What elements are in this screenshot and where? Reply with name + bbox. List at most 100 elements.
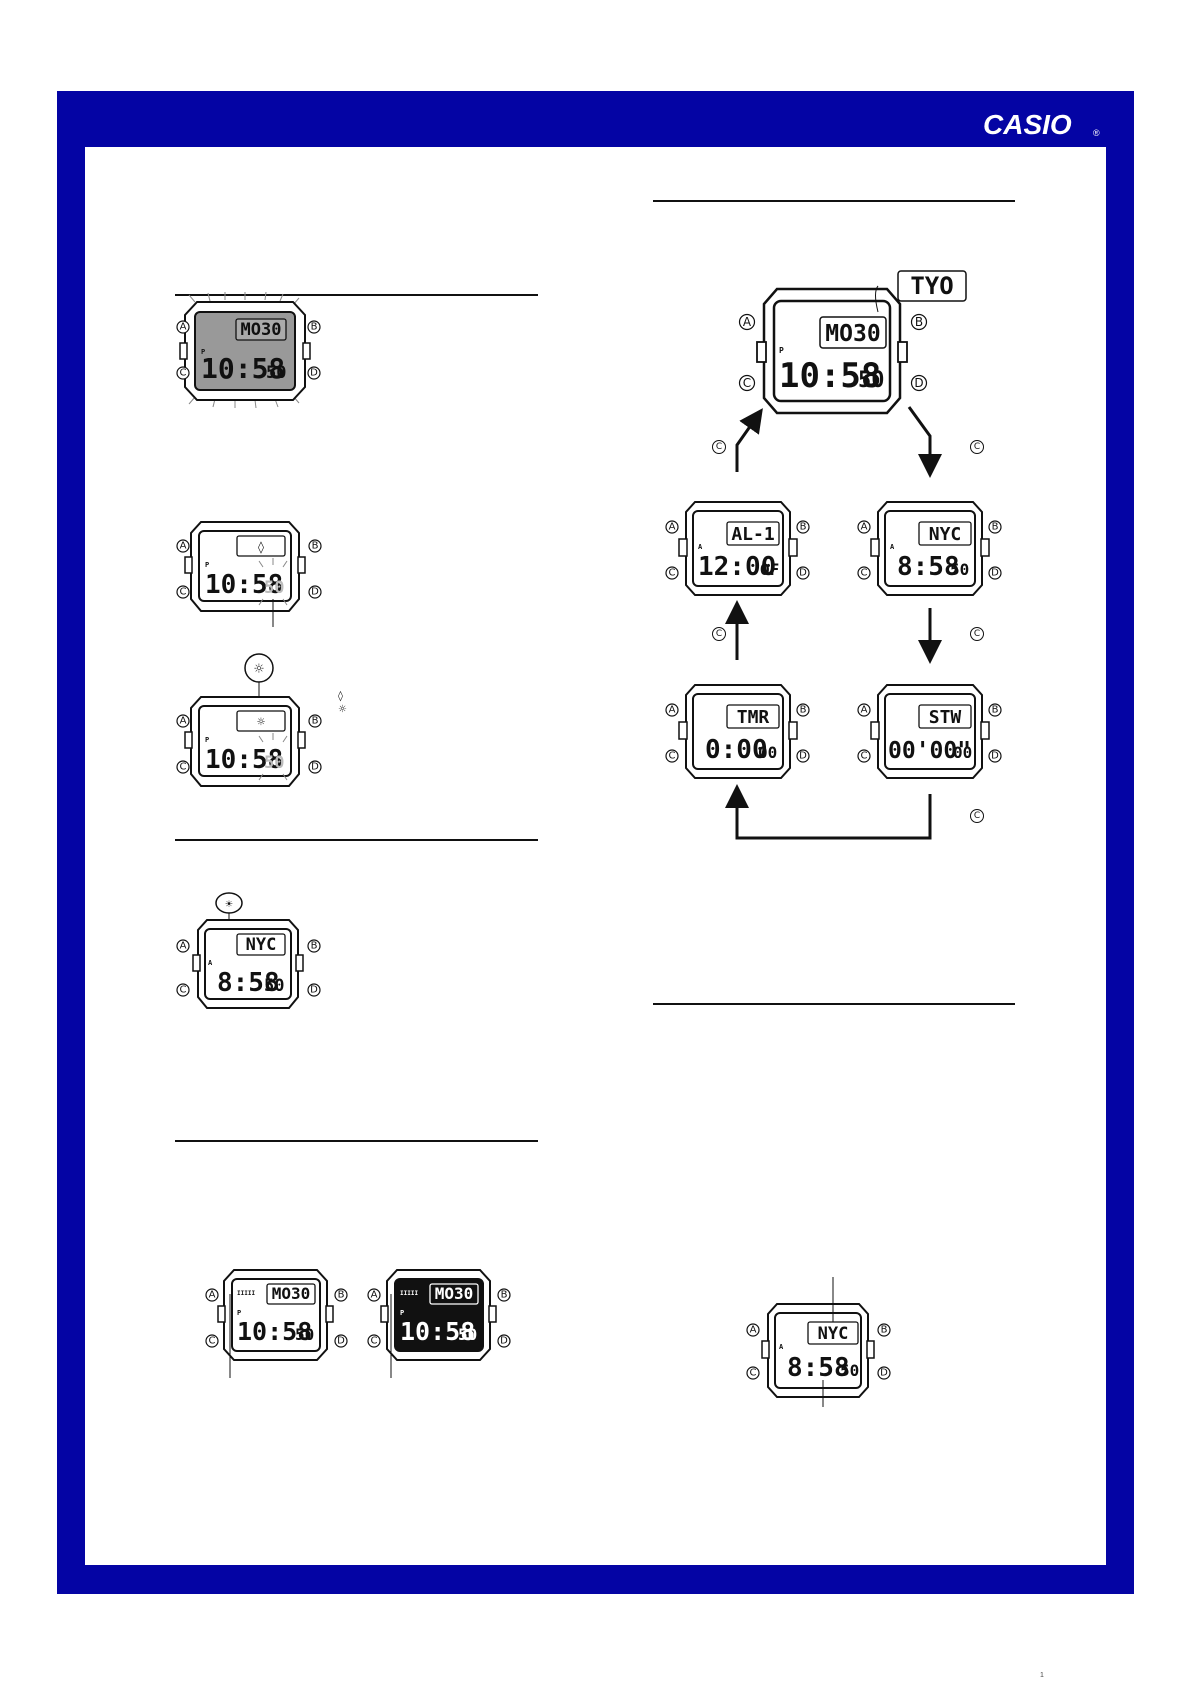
svg-text:C: C — [180, 368, 187, 379]
svg-text:A: A — [180, 716, 187, 727]
inverted-main-time: 10:58 — [400, 1317, 475, 1346]
normal-indicator: IIIII — [237, 1290, 255, 1297]
mode-timer-top: TMR — [737, 707, 770, 728]
watch-bottom-world: NYC A 8:58 50 — [761, 1303, 875, 1398]
casio-logo: CASIO ® — [983, 109, 1100, 140]
svg-text:D: D — [991, 751, 999, 762]
world-main-time: 8:58 — [217, 968, 280, 998]
watch-setting-2: ☼ ☼ P 10:58 50 — [184, 653, 306, 787]
watch-light: MO30 P 10:58 50 — [179, 291, 311, 409]
svg-text:A: A — [669, 522, 676, 533]
svg-text:C: C — [861, 568, 868, 579]
svg-text:B: B — [338, 1290, 345, 1301]
arrow-label-c-2: C — [970, 440, 984, 454]
svg-text:A: A — [180, 322, 187, 333]
mode-stopwatch-seconds: 00 — [953, 743, 972, 762]
mode-alarm-main: 12:00 — [698, 552, 776, 582]
watch-inverted-display: MO30 IIIII P 10:58 50 — [380, 1269, 497, 1378]
svg-text:C: C — [209, 1336, 216, 1347]
set1-seconds-flashing: 50 — [264, 578, 284, 598]
world-callout-icon: ☀ — [225, 897, 233, 911]
svg-text:B: B — [800, 705, 807, 716]
set2-main-time: 10:58 — [205, 745, 283, 775]
section-rule-right-1 — [653, 200, 1015, 202]
svg-text:B: B — [311, 941, 318, 952]
mode-world-seconds: 50 — [950, 560, 969, 579]
inverted-seconds: 50 — [458, 1325, 477, 1344]
bottom-world-city: NYC — [818, 1324, 849, 1344]
svg-text:C: C — [861, 751, 868, 762]
mode-alarm-top: AL-1 — [731, 524, 774, 545]
mode-world-main: 8:58 — [897, 552, 960, 582]
btn-a-label: A — [176, 320, 190, 334]
svg-text:D: D — [310, 985, 318, 996]
svg-text:P: P — [205, 561, 209, 569]
tyo-callout: TYO — [897, 270, 967, 302]
svg-text:D: D — [799, 568, 807, 579]
set2-callout-icon: ☼ — [254, 659, 264, 678]
svg-text:D: D — [311, 762, 319, 773]
watch-setting-1: ◊ P 10:58 50 — [184, 521, 306, 627]
set2-legend: ◊ ☼ — [338, 691, 347, 715]
watch-world-time: ☀ NYC A 8:58 50 — [192, 892, 304, 1009]
set2-top-text: ☼ — [257, 715, 265, 730]
section-rule-left-2 — [175, 839, 538, 841]
svg-text:B: B — [992, 522, 999, 533]
watch-mode-timekeeping: MO30 P 10:58 50 — [756, 287, 908, 415]
arrow-label-c-5: C — [970, 809, 984, 823]
mode-stopwatch-main: 00'00" — [888, 738, 971, 764]
svg-text:A: A — [861, 705, 868, 716]
svg-text:A: A — [890, 543, 895, 551]
svg-text:D: D — [500, 1336, 508, 1347]
light-main-time: 10:58 — [201, 352, 285, 385]
svg-text:C: C — [669, 751, 676, 762]
mode-timekeeping-main: 10:58 — [779, 356, 881, 396]
svg-text:D: D — [991, 568, 999, 579]
mode-timekeeping-seconds: 50 — [858, 368, 885, 393]
tyo-leader — [875, 285, 879, 313]
set1-top-text: ◊ — [257, 540, 264, 554]
arrow-stopwatch-to-timer — [725, 784, 932, 840]
section-rule-left-3 — [175, 1140, 538, 1142]
mode-timer-seconds: 00 — [758, 743, 777, 762]
svg-text:A: A — [779, 1343, 784, 1351]
mode-world-top: NYC — [929, 524, 962, 545]
svg-text:C: C — [743, 376, 751, 390]
svg-text:C: C — [750, 1368, 757, 1379]
svg-text:P: P — [237, 1309, 241, 1317]
svg-text:P: P — [205, 736, 209, 744]
svg-text:B: B — [881, 1325, 888, 1336]
svg-text:B: B — [312, 716, 319, 727]
svg-text:C: C — [371, 1336, 378, 1347]
svg-text:B: B — [311, 322, 318, 333]
arrow-label-c-3: C — [712, 627, 726, 641]
set2-seconds-flashing: 50 — [264, 753, 284, 773]
watch-mode-world: NYC A 8:58 50 — [870, 501, 990, 596]
logo-text: CASIO — [983, 109, 1072, 140]
tyo-text: TYO — [910, 272, 953, 300]
svg-text:A: A — [743, 315, 752, 329]
inverted-indicator: IIIII — [400, 1290, 418, 1297]
light-ampm: P — [201, 348, 205, 356]
btn-d-label: D — [307, 366, 321, 380]
bottom-world-seconds: 50 — [840, 1361, 859, 1380]
svg-text:D: D — [799, 751, 807, 762]
btn-c-label: C — [176, 366, 190, 380]
mode-timer-main: 0:00 — [705, 735, 768, 765]
btn-b-label: B — [307, 320, 321, 334]
registered-mark: ® — [1093, 128, 1100, 138]
svg-text:D: D — [914, 376, 923, 390]
svg-text:D: D — [310, 368, 318, 379]
svg-text:C: C — [180, 587, 187, 598]
mode-alarm-seconds: OF — [760, 560, 779, 579]
svg-text:C: C — [180, 985, 187, 996]
world-seconds: 50 — [264, 976, 284, 996]
svg-text:P: P — [400, 1309, 404, 1317]
svg-text:A: A — [698, 543, 703, 551]
arrow-label-c-1: C — [712, 440, 726, 454]
svg-text:B: B — [501, 1290, 508, 1301]
svg-text:B: B — [312, 541, 319, 552]
light-seconds: 50 — [266, 363, 286, 383]
set1-main-time: 10:58 — [205, 570, 283, 600]
normal-seconds: 50 — [295, 1325, 314, 1344]
